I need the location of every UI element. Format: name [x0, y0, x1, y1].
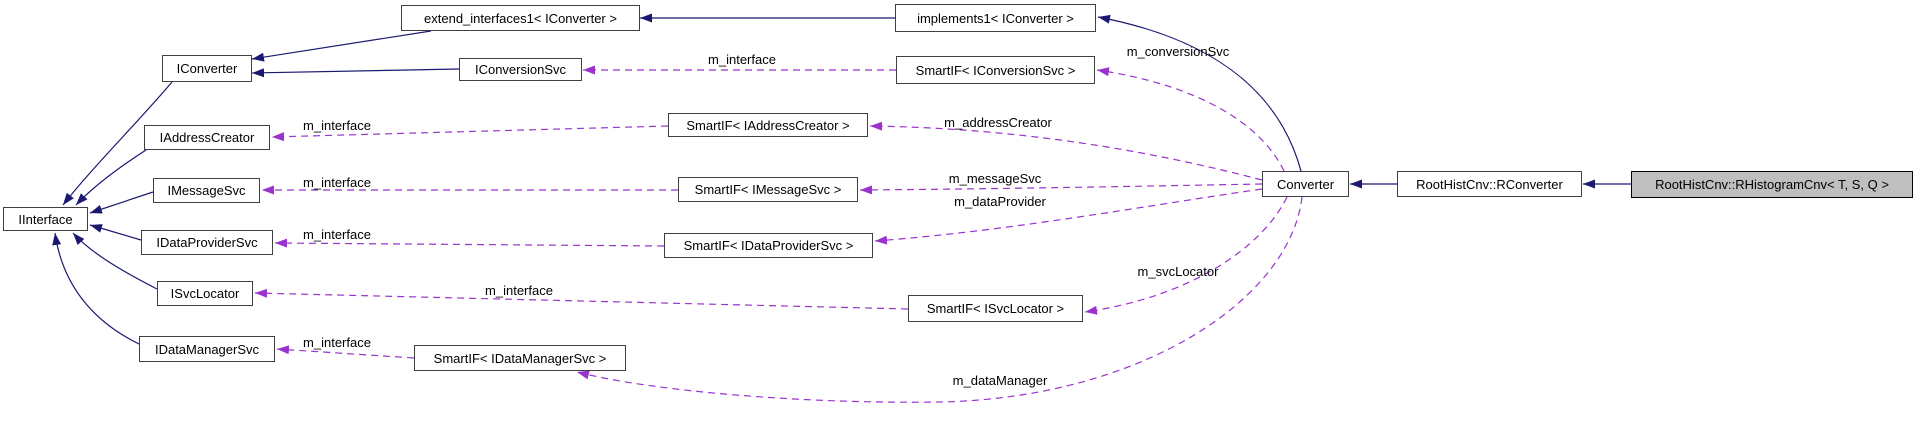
edge-smartif-idatamanagersvc-to-idatamanagersvc: [276, 345, 415, 359]
edge-imessagesvc-to-iinterface: [89, 191, 154, 214]
edge-converter-to-implements1: [1097, 14, 1302, 172]
edge-converter-m-dataprovider: [874, 188, 1263, 245]
edge-extend-to-iconverter: [251, 30, 432, 62]
edge-label-m-messagesvc: m_messageSvc: [948, 171, 1042, 186]
edge-smartif-iaddresscreator-to-iaddresscreator: [271, 125, 669, 142]
node-iaddresscreator[interactable]: IAddressCreator: [144, 125, 270, 150]
node-smartif-isvclocator[interactable]: SmartIF< ISvcLocator >: [908, 295, 1083, 322]
edge-label-m-svclocator: m_svcLocator: [1137, 264, 1219, 279]
edge-idataprovidersvc-to-iinterface: [89, 224, 142, 241]
node-converter[interactable]: Converter: [1262, 171, 1349, 197]
node-smartif-iconversionsvc[interactable]: SmartIF< IConversionSvc >: [896, 56, 1095, 84]
edge-smartif-isvclocator-to-isvclocator: [254, 288, 909, 310]
edge-iconversionsvc-to-iconverter: [251, 68, 460, 78]
node-smartif-imessagesvc[interactable]: SmartIF< IMessageSvc >: [678, 177, 858, 202]
edge-label-m-dataprovider: m_dataProvider: [954, 194, 1046, 209]
node-iinterface[interactable]: IInterface: [3, 207, 88, 231]
edge-label-m-interface-addresscreator: m_interface: [303, 118, 371, 133]
edge-converter-m-messagesvc: [859, 183, 1263, 195]
node-iconverter[interactable]: IConverter: [162, 55, 252, 82]
edge-label-m-interface-svclocator: m_interface: [485, 283, 553, 298]
node-smartif-idataprovidersvc[interactable]: SmartIF< IDataProviderSvc >: [664, 233, 873, 258]
edge-label-m-datamanager: m_dataManager: [952, 373, 1048, 388]
node-extend-interfaces1[interactable]: extend_interfaces1< IConverter >: [401, 5, 640, 31]
edge-label-m-conversionsvc: m_conversionSvc: [1126, 44, 1230, 59]
edge-iaddresscreator-to-iinterface: [75, 149, 147, 206]
edge-label-m-interface-conversionsvc: m_interface: [708, 52, 776, 67]
edge-converter-m-addresscreator: [869, 121, 1263, 181]
edge-converter-m-datamanager: [576, 196, 1303, 403]
node-rconverter[interactable]: RootHistCnv::RConverter: [1397, 171, 1582, 197]
node-smartif-idatamanagersvc[interactable]: SmartIF< IDataManagerSvc >: [414, 345, 626, 371]
node-iconversionsvc[interactable]: IConversionSvc: [459, 58, 582, 81]
node-idatamanagersvc[interactable]: IDataManagerSvc: [139, 336, 275, 362]
edge-iconverter-to-iinterface: [62, 81, 173, 206]
node-imessagesvc[interactable]: IMessageSvc: [153, 178, 260, 203]
node-idataprovidersvc[interactable]: IDataProviderSvc: [141, 230, 273, 255]
edge-idatamanagersvc-to-iinterface: [52, 232, 140, 345]
edge-label-m-interface-messagesvc: m_interface: [303, 175, 371, 190]
node-rhistogramcnv: RootHistCnv::RHistogramCnv< T, S, Q >: [1631, 171, 1913, 198]
edge-label-m-interface-dataprovidersvc: m_interface: [303, 227, 371, 242]
edge-smartif-idataprovidersvc-to-idataprovidersvc: [274, 238, 665, 248]
edge-label-m-interface-datamanagersvc: m_interface: [303, 335, 371, 350]
edge-isvclocator-to-iinterface: [72, 232, 158, 290]
node-isvclocator[interactable]: ISvcLocator: [157, 281, 253, 306]
edge-label-m-addresscreator: m_addressCreator: [944, 115, 1052, 130]
node-smartif-iaddresscreator[interactable]: SmartIF< IAddressCreator >: [668, 113, 868, 137]
edge-converter-m-svclocator: [1084, 196, 1288, 315]
edge-converter-m-conversionsvc: [1096, 67, 1285, 172]
node-implements1[interactable]: implements1< IConverter >: [895, 4, 1096, 32]
